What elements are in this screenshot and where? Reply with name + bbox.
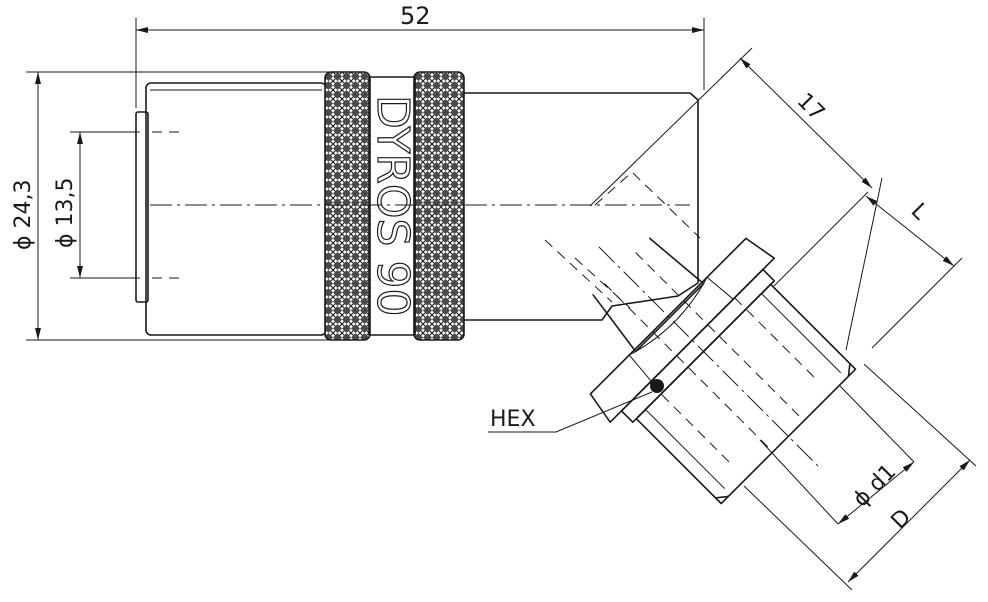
dim-text-id: ϕ 13,5: [53, 178, 78, 249]
thread-chamfer-top: [847, 362, 851, 378]
plug-end: [135, 111, 149, 303]
thread-root-top: [761, 293, 842, 374]
ext-line-l-b: [871, 257, 963, 349]
ext-line-d1-a: [759, 439, 839, 525]
left-barrel: [145, 82, 327, 336]
dim-text-l: L: [906, 199, 933, 226]
hex-label: HEX: [490, 407, 536, 432]
hex-leader-line: [488, 391, 653, 433]
ext-line-d-a: [743, 485, 853, 591]
bore-hidden-outer-2: [649, 382, 734, 467]
dim-overall-length: 52: [135, 2, 705, 108]
center-sleeve: [368, 76, 416, 336]
dim-line-17: [739, 57, 873, 189]
coupling-body: [135, 71, 701, 341]
angled-centerline: [598, 246, 819, 467]
bore-hidden-outer: [734, 297, 819, 382]
knurl-ring-right: [413, 71, 465, 341]
dim-line-d: [847, 459, 971, 583]
hex-nut-flat-1: [706, 276, 734, 300]
ext-line-17-a: [589, 47, 753, 207]
dim-outer-diameter: ϕ 24,3: [11, 71, 330, 341]
hex-marker-dot: [650, 379, 664, 393]
angled-fitting: [589, 237, 857, 505]
dim-thread-diameter: D: [743, 363, 977, 591]
dim-thread-bore: ϕ d1: [759, 385, 915, 525]
dim-inner-diameter: ϕ 13,5: [53, 131, 140, 279]
dim-text-d1: ϕ d1: [849, 460, 902, 513]
hex-nut-flat-2: [628, 354, 652, 382]
right-barrel: [463, 92, 699, 321]
hex-nut: [589, 237, 776, 424]
dim-text-od: ϕ 24,3: [11, 180, 36, 251]
ext-line-d-b: [863, 363, 977, 467]
dim-text-52: 52: [400, 2, 431, 30]
brand-label: DYROS 90: [367, 95, 418, 316]
hidden-passage-angled: [574, 257, 631, 309]
thread-root-bottom: [645, 409, 726, 490]
dim-text-d: D: [887, 505, 917, 535]
hex-callout: HEX: [488, 379, 664, 433]
ext-line-l-a: [773, 191, 869, 287]
hidden-passage-lower: [544, 239, 613, 303]
thread-chamfer-bottom: [714, 495, 730, 499]
bore-hidden-bottom: [604, 283, 774, 453]
dim-text-17: 17: [792, 89, 829, 126]
bore-hidden-top: [635, 252, 805, 422]
knurl-ring-left: [324, 71, 371, 341]
dim-thread-length: L: [773, 191, 963, 349]
ext-line-d1-b: [839, 385, 915, 463]
dim-line-l: [865, 195, 955, 267]
